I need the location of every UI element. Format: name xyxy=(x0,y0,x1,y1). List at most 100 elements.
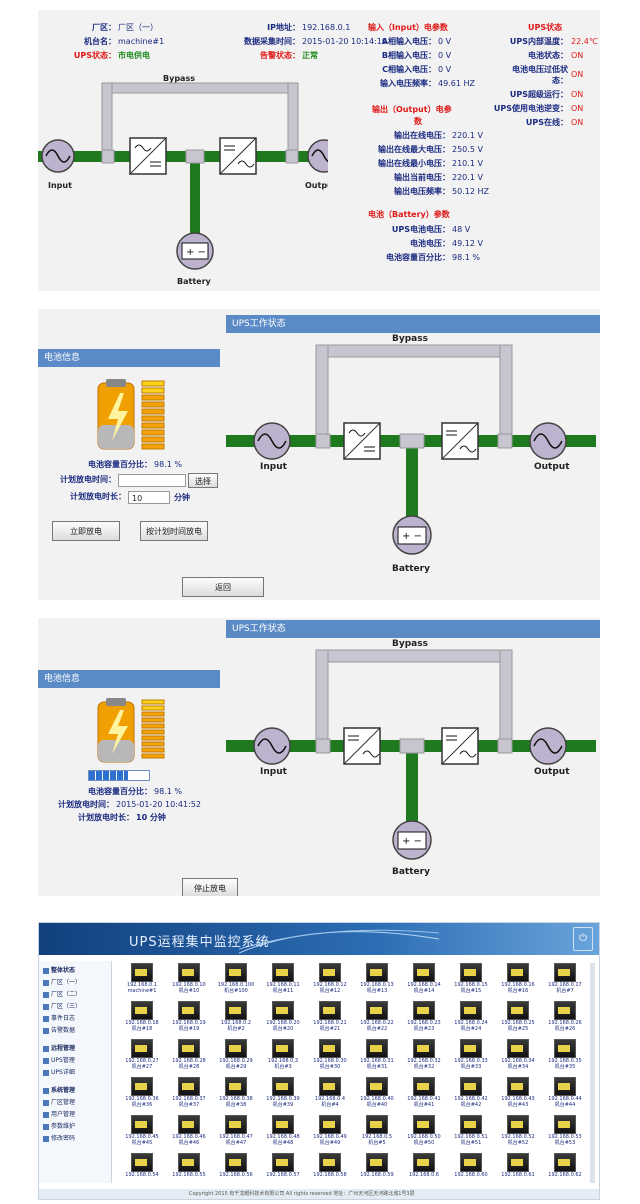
device-screen xyxy=(276,1083,288,1090)
sidebar-item[interactable]: 厂区（二） xyxy=(43,989,81,998)
back-button[interactable]: 返回 xyxy=(182,577,264,597)
sidebar-item[interactable]: 厂区（三） xyxy=(43,1001,81,1010)
sidebar-item[interactable]: 远程管理 xyxy=(43,1043,75,1052)
sidebar-item[interactable]: UPS详细 xyxy=(43,1067,75,1076)
battery-param-value: 98.1 % xyxy=(452,253,480,262)
ups-device-icon xyxy=(225,1077,247,1096)
sidebar-item[interactable]: 厂区管理 xyxy=(43,1097,75,1106)
plan-time-input[interactable] xyxy=(118,474,186,487)
duration-input[interactable]: 10 xyxy=(128,491,170,504)
grid-scrollbar[interactable] xyxy=(590,963,595,1183)
ups-device-tile[interactable]: 192.168.0.6 xyxy=(401,1151,447,1191)
plan-time-label-3: 计划放电时间： xyxy=(58,800,114,809)
ups-device-icon xyxy=(554,1077,576,1096)
device-ip: 192.168.0.24 xyxy=(454,1020,488,1026)
ups-device-tile[interactable]: 192.168.0.54 xyxy=(119,1151,165,1191)
sidebar-item[interactable]: 告警数据 xyxy=(43,1025,75,1034)
device-name: 机台#47 xyxy=(225,1140,247,1146)
ups-device-icon xyxy=(131,1153,153,1172)
ups-device-tile[interactable]: 192.168.0.61 xyxy=(495,1151,541,1191)
ups-device-tile[interactable]: 192.168.0.59 xyxy=(354,1151,400,1191)
ups-device-tile[interactable]: 192.168.0.58 xyxy=(307,1151,353,1191)
stop-discharge-button[interactable]: 停止放电 xyxy=(182,878,238,896)
sidebar-item[interactable]: 参数维护 xyxy=(43,1121,75,1130)
ups-device-tile[interactable]: 192.168.0.55 xyxy=(166,1151,212,1191)
sidebar-item[interactable]: 整体状态 xyxy=(43,965,75,974)
power-icon[interactable]: ⏻ xyxy=(573,927,593,951)
device-ip: 192.168.0.56 xyxy=(219,1172,253,1178)
ups-status-row-label: 电池状态： xyxy=(528,51,568,60)
battery-info-title-3: 电池信息 xyxy=(38,670,220,688)
device-ip: 192.168.0.32 xyxy=(407,1058,441,1064)
sidebar-item[interactable]: 用户管理 xyxy=(43,1109,75,1118)
ups-device-tile[interactable]: 192.168.0.62 xyxy=(542,1151,587,1191)
sidebar-item[interactable]: 事件日志 xyxy=(43,1013,75,1022)
discharge-plan-button[interactable]: 按计划时间放电 xyxy=(140,521,208,541)
sidebar-item[interactable]: 系统管理 xyxy=(43,1085,75,1094)
sidebar-item[interactable]: UPS管理 xyxy=(43,1055,75,1064)
select-time-button[interactable]: 选择 xyxy=(188,473,218,488)
discharge-now-button[interactable]: 立即放电 xyxy=(52,521,120,541)
ups-device-icon xyxy=(178,1001,200,1020)
ups-device-tile[interactable]: 192.168.0.60 xyxy=(448,1151,494,1191)
device-ip: 192.168.0.3 xyxy=(267,1058,299,1064)
ups-device-icon xyxy=(319,1115,341,1134)
ups-device-tile[interactable]: 192.168.0.57 xyxy=(260,1151,306,1191)
sidebar-item[interactable]: 厂区（一） xyxy=(43,977,81,986)
ups-device-icon xyxy=(507,1001,529,1020)
ups-device-tile[interactable]: 192.168.0.56 xyxy=(213,1151,259,1191)
ups-device-icon xyxy=(131,1077,153,1096)
sidebar-item[interactable]: 修改密码 xyxy=(43,1133,75,1142)
